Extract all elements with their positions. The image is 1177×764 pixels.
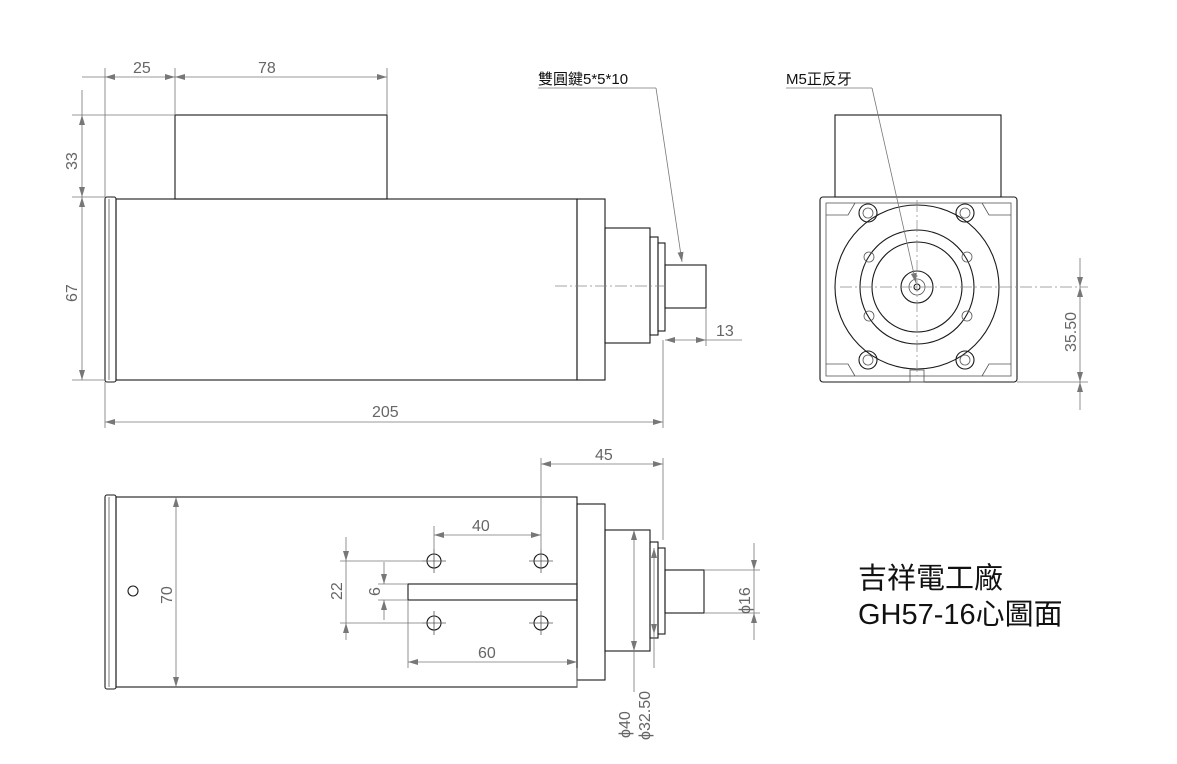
model-title: GH57-16心圖面 [858,599,1063,631]
dim-25: 25 [133,60,151,77]
mount-hole-1 [422,549,446,573]
front-view-dimensions: 35.50 M5正反牙 [786,71,1088,410]
mount-hole-3 [422,611,446,635]
company-title: 吉祥電工廠 [858,562,1003,595]
mount-hole-4 [529,611,553,635]
dim-45: 45 [595,447,613,464]
dim-13: 13 [716,323,734,340]
key-note: 雙圓鍵5*5*10 [538,71,628,88]
front-view [819,114,1088,383]
dim-205: 205 [372,404,399,421]
dim-60: 60 [478,645,496,662]
dim-6: 6 [367,587,384,596]
mount-hole-2 [529,549,553,573]
dim-dia40: ϕ40 [617,711,634,738]
side-view-dimensions: 25 78 33 67 205 13 雙圓鍵5*5*10 [64,60,742,428]
dim-35-50: 35.50 [1063,312,1080,352]
side-view [104,114,707,383]
dim-dia32-50: ϕ32.50 [637,691,654,740]
dim-dia16: ϕ16 [737,587,754,614]
dim-70: 70 [159,586,176,604]
dim-67: 67 [64,284,81,302]
top-view [104,494,705,690]
thread-note: M5正反牙 [786,71,852,88]
dim-78: 78 [258,60,276,77]
dim-40: 40 [472,518,490,535]
dim-33: 33 [64,152,81,170]
dim-22: 22 [329,582,346,600]
top-view-dimensions: 45 40 60 22 6 70 ϕ16 ϕ40 [159,447,760,740]
